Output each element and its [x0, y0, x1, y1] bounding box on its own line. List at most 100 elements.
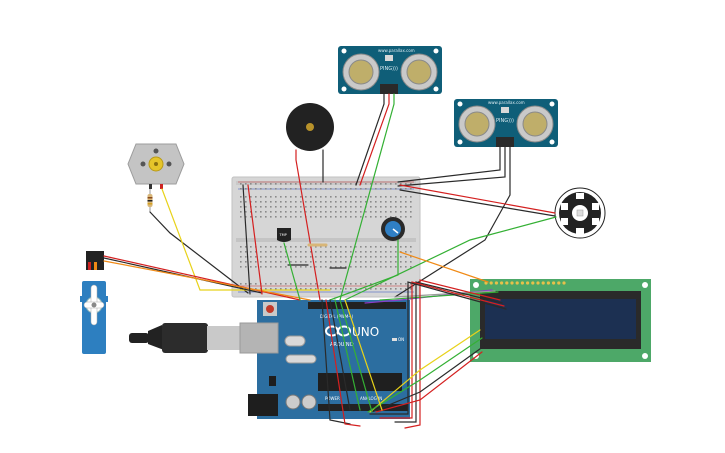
breadboard-hole	[280, 251, 282, 253]
lcd-pin[interactable]	[541, 281, 545, 285]
breadboard-hole	[410, 251, 412, 253]
lcd-pin[interactable]	[557, 281, 561, 285]
breadboard-hole	[255, 196, 257, 198]
resistor[interactable]	[147, 189, 153, 212]
breadboard-hole	[290, 216, 292, 218]
breadboard-hole	[245, 188, 247, 190]
digital-header[interactable]	[308, 302, 406, 309]
lcd-pin[interactable]	[489, 281, 493, 285]
breadboard-hole	[400, 266, 402, 268]
breadboard-hole	[355, 216, 357, 218]
breadboard-hole	[265, 266, 267, 268]
neopixel-ring[interactable]	[554, 187, 606, 239]
breadboard-hole	[385, 266, 387, 268]
breadboard-hole	[370, 256, 372, 258]
power-jack[interactable]	[248, 394, 278, 416]
breadboard-hole	[245, 251, 247, 253]
temperature-sensor[interactable]: TMP	[277, 228, 291, 242]
lcd-pin[interactable]	[520, 281, 525, 285]
lcd-screen	[485, 299, 636, 339]
breadboard-hole	[315, 211, 317, 213]
wire	[399, 251, 489, 283]
breadboard-hole	[305, 246, 307, 248]
breadboard-hole	[295, 261, 297, 263]
micro-servo[interactable]	[80, 251, 108, 354]
wire	[394, 281, 503, 423]
breadboard-hole	[345, 196, 347, 198]
breadboard-hole	[285, 188, 287, 190]
usb-port[interactable]	[239, 322, 279, 354]
wire	[247, 184, 263, 295]
breadboard-hole	[375, 216, 377, 218]
breadboard-hole	[300, 206, 302, 208]
lcd-pin[interactable]	[552, 281, 556, 285]
breadboard-hole	[350, 246, 352, 248]
breadboard-hole	[395, 188, 397, 190]
breadboard-hole	[330, 206, 332, 208]
breadboard-hole	[265, 288, 267, 290]
breadboard-hole	[365, 246, 367, 248]
breadboard-hole	[345, 256, 347, 258]
breadboard-hole	[325, 206, 327, 208]
ultrasonic-sensor-top[interactable]: www.parallax.com PING)))	[338, 46, 442, 94]
breadboard-hole	[255, 283, 257, 285]
piezo-buzzer[interactable]	[286, 103, 334, 151]
breadboard-hole	[240, 266, 242, 268]
breadboard-hole	[250, 283, 252, 285]
wire	[375, 351, 483, 413]
breadboard-hole	[345, 288, 347, 290]
breadboard-hole	[255, 288, 257, 290]
lcd-pin[interactable]	[494, 281, 498, 285]
breadboard-hole	[310, 188, 312, 190]
breadboard-hole	[375, 183, 377, 185]
ultrasonic-sensor-right[interactable]: www.parallax.com PING)))	[454, 99, 558, 147]
breadboard-hole	[405, 288, 407, 290]
lcd-pin[interactable]	[546, 281, 551, 285]
lcd-pin[interactable]	[562, 281, 566, 285]
breadboard-hole	[315, 283, 317, 285]
potentiometer[interactable]	[381, 217, 405, 241]
breadboard-hole	[275, 183, 277, 185]
breadboard-hole	[245, 206, 247, 208]
breadboard-hole	[270, 246, 272, 248]
breadboard-hole	[390, 183, 392, 185]
breadboard-hole	[395, 216, 397, 218]
dc-motor[interactable]	[127, 143, 185, 189]
breadboard[interactable]	[231, 176, 421, 298]
breadboard-hole	[350, 251, 352, 253]
lcd-pin[interactable]	[510, 281, 514, 285]
breadboard-hole	[370, 216, 372, 218]
breadboard-hole	[360, 261, 362, 263]
breadboard-hole	[280, 188, 282, 190]
breadboard-hole	[300, 256, 302, 258]
lcd-pin[interactable]	[500, 281, 504, 285]
lcd-16x2[interactable]	[470, 279, 651, 362]
breadboard-hole	[365, 188, 367, 190]
breadboard-hole	[395, 201, 397, 203]
breadboard-hole	[390, 216, 392, 218]
lcd-pin[interactable]	[536, 281, 540, 285]
lcd-pin[interactable]	[515, 281, 519, 285]
lcd-pin[interactable]	[526, 281, 530, 285]
breadboard-hole	[390, 206, 392, 208]
wire	[295, 149, 321, 301]
breadboard-hole	[380, 283, 382, 285]
breadboard-hole	[260, 256, 262, 258]
breadboard-hole	[310, 288, 312, 290]
lcd-pin[interactable]	[505, 281, 509, 285]
breadboard-hole	[380, 201, 382, 203]
breadboard-hole	[335, 261, 337, 263]
wire	[325, 299, 361, 427]
breadboard-hole	[275, 266, 277, 268]
lcd-pin[interactable]	[531, 281, 535, 285]
breadboard-hole	[285, 266, 287, 268]
breadboard-hole	[250, 251, 252, 253]
breadboard-hole	[260, 246, 262, 248]
analog-header[interactable]	[318, 404, 408, 411]
wire	[369, 329, 481, 413]
breadboard-hole	[290, 288, 292, 290]
breadboard-hole	[375, 201, 377, 203]
breadboard-hole	[245, 266, 247, 268]
breadboard-hole	[395, 206, 397, 208]
breadboard-hole	[405, 251, 407, 253]
